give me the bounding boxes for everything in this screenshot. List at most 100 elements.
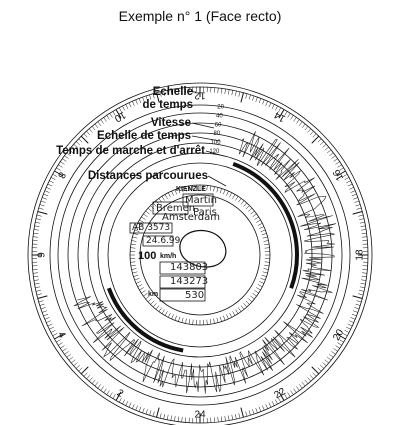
time-tick [149, 410, 152, 416]
inner-tick [155, 200, 160, 205]
time-tick [231, 90, 234, 96]
inner-tick [261, 233, 267, 236]
time-tick [44, 190, 50, 193]
time-tick [125, 104, 129, 109]
inner-tick [257, 222, 263, 226]
time-tick [309, 375, 314, 380]
time-tick [312, 372, 317, 377]
inner-tick [185, 318, 187, 324]
inner-tick [261, 274, 267, 277]
inner-tick [141, 216, 146, 220]
time-tick [71, 146, 76, 151]
inner-tick [141, 290, 146, 294]
time-tick [336, 170, 346, 177]
inner-tick [135, 226, 141, 229]
inner-tick [147, 207, 152, 212]
inner-tick [171, 314, 174, 320]
time-tick [33, 279, 39, 281]
time-tick [352, 295, 363, 299]
time-tick [132, 101, 135, 106]
time-tick [47, 183, 53, 187]
inner-tick [259, 226, 265, 229]
time-tick [221, 416, 223, 422]
time-tick [248, 94, 251, 100]
inner-tick [252, 213, 257, 217]
time-tick [245, 93, 248, 99]
time-tick [50, 330, 56, 333]
time-tick [350, 190, 356, 193]
inner-tick [226, 190, 229, 196]
time-tick [331, 155, 336, 159]
time-tick [33, 232, 39, 234]
time-tick [278, 107, 282, 113]
inner-tick [250, 210, 255, 215]
speed-trace-line [73, 131, 337, 394]
time-tick [181, 87, 183, 93]
inner-tick [181, 187, 184, 193]
time-tick [255, 97, 258, 102]
inner-tick [264, 243, 270, 246]
time-tick [163, 414, 165, 420]
time-tick [228, 89, 230, 95]
time-tick [40, 200, 46, 203]
time-tick [351, 313, 357, 317]
time-tick [359, 221, 365, 224]
label-echelle-de-temps-outer: Echelle de temps [143, 86, 194, 112]
time-tick [34, 225, 40, 227]
inner-tick [216, 187, 219, 193]
time-tick [248, 410, 251, 416]
time-tick [278, 397, 282, 403]
time-tick [49, 180, 54, 184]
time-tick [322, 144, 327, 148]
inner-tick [164, 311, 168, 316]
time-tick [112, 111, 116, 116]
inner-tick [135, 281, 141, 284]
time-tick [324, 359, 329, 364]
time-tick [56, 339, 61, 343]
time-tick [255, 408, 258, 413]
center-hole [179, 229, 227, 268]
inner-tick [245, 300, 250, 305]
time-tick [262, 405, 265, 411]
inner-tick [167, 312, 171, 318]
time-tick [346, 180, 351, 184]
time-tick [301, 123, 306, 129]
hour-label: 6 [34, 252, 45, 258]
inner-tick [155, 305, 160, 310]
inner-tick [131, 268, 137, 270]
form-fields [129, 193, 214, 302]
time-tick [91, 126, 96, 131]
inner-tick [240, 305, 245, 310]
time-tick [311, 135, 320, 144]
inner-tick [152, 303, 157, 308]
time-tick [362, 236, 368, 238]
inner-tick [130, 243, 136, 246]
inner-tick [219, 188, 222, 194]
time-tick [75, 364, 80, 369]
time-tick [177, 88, 179, 94]
time-tick [337, 342, 342, 346]
time-tick [361, 229, 367, 231]
inner-tick [188, 185, 191, 191]
speed-range-unit: km/h [160, 253, 177, 260]
time-tick [258, 98, 262, 104]
time-tick [71, 359, 76, 364]
inner-tick [133, 274, 139, 277]
time-tick [38, 207, 44, 210]
label-echelle-line1: Echelle [152, 86, 193, 98]
inner-tick [213, 186, 215, 192]
inner-tick [264, 261, 270, 263]
page-title: Exemple n° 1 (Face recto) [118, 8, 282, 24]
inner-tick [192, 185, 194, 191]
time-tick [320, 141, 325, 146]
time-tick [342, 173, 348, 177]
time-tick [73, 362, 78, 366]
time-tick [54, 170, 64, 177]
time-tick [322, 362, 327, 366]
inner-tick [139, 287, 144, 291]
time-tick [336, 333, 346, 340]
hour-label: 20 [331, 327, 346, 343]
hour-label: 10 [112, 109, 128, 124]
